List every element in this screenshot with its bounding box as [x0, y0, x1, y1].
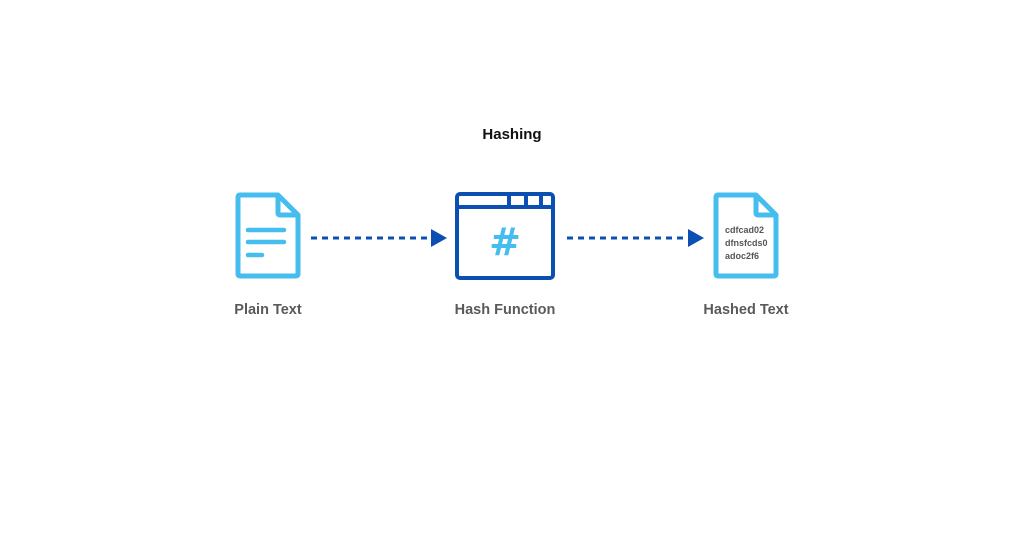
- hashed-document-icon: [713, 192, 779, 279]
- browser-window-hash-icon: [455, 192, 555, 280]
- hash-symbol: #: [489, 220, 521, 264]
- diagram-title: Hashing: [482, 126, 542, 143]
- hashed-line-1: cdfcad02: [725, 225, 764, 235]
- hash-function-label: Hash Function: [454, 302, 556, 318]
- arrow-hash-to-hashed: [567, 229, 704, 247]
- hashed-text-label: Hashed Text: [703, 302, 789, 318]
- arrow-plain-to-hash: [311, 229, 447, 247]
- hashed-line-2: dfnsfcds0: [725, 238, 768, 248]
- plain-text-label: Plain Text: [234, 302, 302, 318]
- hashed-line-3: adoc2f6: [725, 251, 759, 261]
- document-icon: [235, 192, 301, 279]
